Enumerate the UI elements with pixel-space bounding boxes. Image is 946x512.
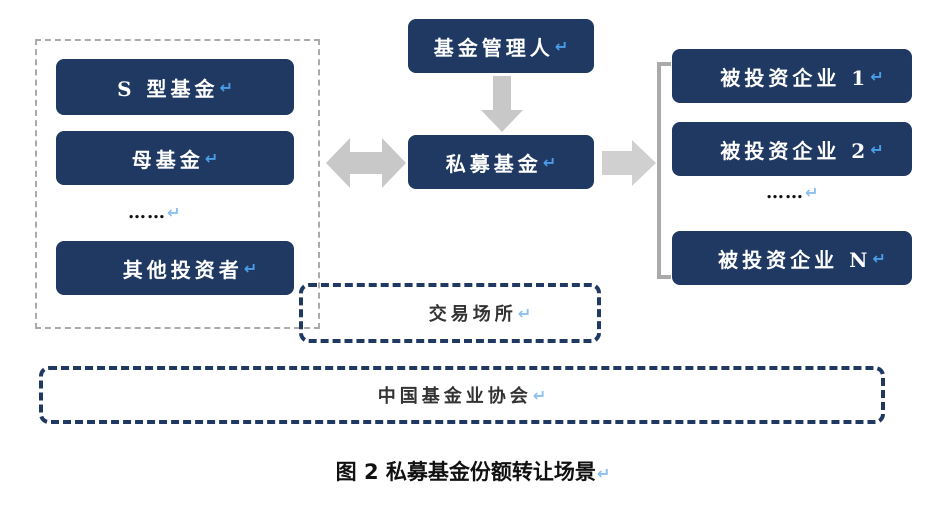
return-mark-icon: ↵ (872, 248, 886, 268)
down-arrow-icon (481, 76, 523, 132)
private-fund-box: 私募基金↵ (408, 135, 594, 189)
investor-ellipsis: ……↵ (128, 202, 181, 223)
return-mark-icon: ↵ (204, 148, 219, 168)
return-mark-icon: ↵ (870, 66, 884, 86)
investees-bracket (657, 62, 671, 279)
double-arrow-icon (326, 138, 406, 188)
return-mark-icon: ↵ (532, 385, 547, 405)
investee-label: 被投资企业 N (718, 247, 872, 272)
return-mark-icon: ↵ (542, 152, 557, 172)
return-mark-icon: ↵ (554, 36, 569, 56)
investee-box-1: 被投资企业 1↵ (672, 49, 912, 103)
investee-box-n: 被投资企业 N↵ (672, 231, 912, 285)
investor-label: 其他投资者 (122, 257, 243, 282)
investee-label: 被投资企业 1 (720, 65, 870, 90)
return-mark-icon: ↵ (517, 303, 532, 323)
fund-manager-box: 基金管理人↵ (408, 19, 594, 73)
investee-label: 被投资企业 2 (720, 138, 870, 163)
investors-group-border (35, 39, 320, 329)
investor-box-others: 其他投资者↵ (56, 241, 294, 295)
figure-caption: 图 2 私募基金份额转让场景↵ (335, 460, 611, 484)
investor-box-s-fund: S 型基金↵ (56, 59, 294, 115)
return-mark-icon: ↵ (870, 139, 884, 159)
return-mark-icon: ↵ (243, 258, 258, 278)
private-fund-label: 私募基金 (445, 151, 542, 176)
fund-manager-label: 基金管理人 (433, 35, 554, 60)
exchange-label: 交易场所 (428, 304, 517, 325)
investor-label: S 型基金 (117, 76, 219, 101)
exchange-box: 交易场所↵ (299, 283, 601, 343)
investee-ellipsis: ……↵ (766, 182, 819, 203)
return-mark-icon: ↵ (805, 183, 819, 202)
association-label: 中国基金业协会 (377, 386, 532, 407)
return-mark-icon: ↵ (219, 77, 233, 97)
right-arrow-icon (602, 140, 656, 186)
return-mark-icon: ↵ (596, 464, 611, 483)
association-box: 中国基金业协会↵ (39, 366, 885, 424)
investor-label: 母基金 (131, 147, 204, 172)
investor-box-fof: 母基金↵ (56, 131, 294, 185)
return-mark-icon: ↵ (167, 203, 181, 222)
investee-box-2: 被投资企业 2↵ (672, 122, 912, 176)
